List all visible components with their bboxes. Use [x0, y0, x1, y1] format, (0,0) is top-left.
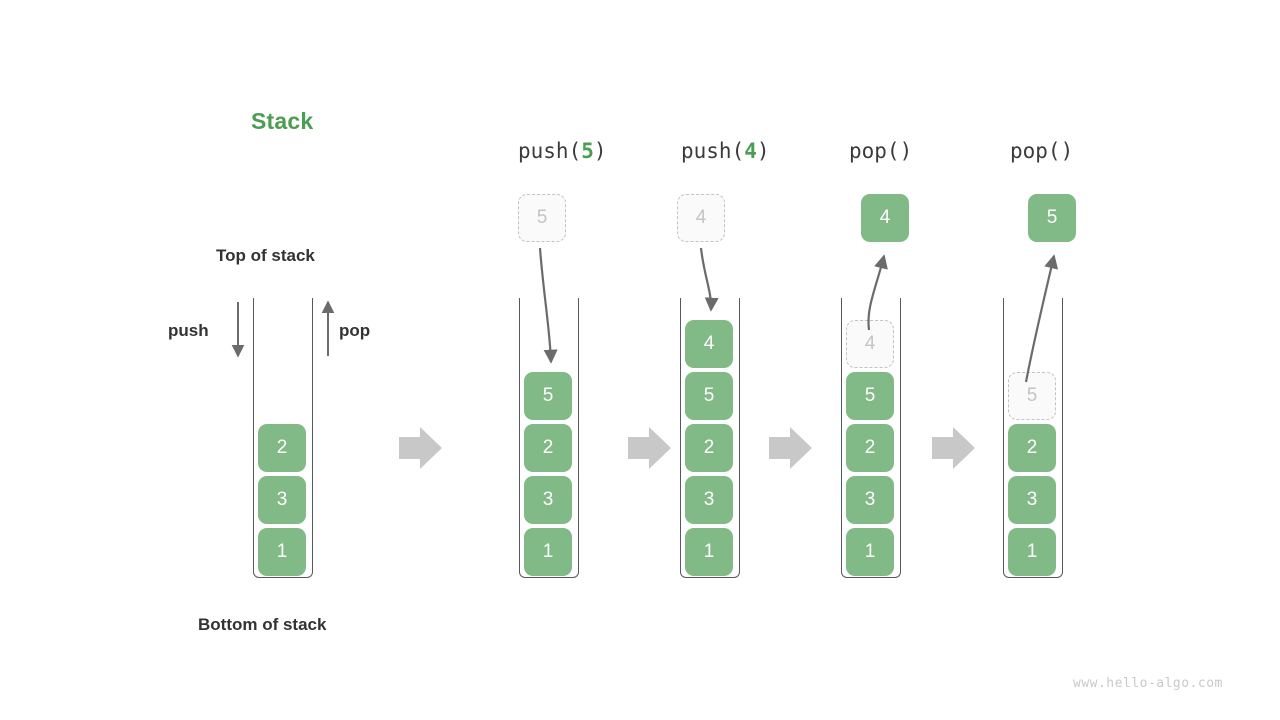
- stack-container: [519, 298, 579, 578]
- stack-element: 1: [685, 528, 733, 576]
- stack-element: 3: [258, 476, 306, 524]
- floating-element-ghost: 4: [677, 194, 725, 242]
- stack-element: 1: [524, 528, 572, 576]
- op-arg: 5: [581, 139, 594, 163]
- flow-arrow-2: [628, 427, 671, 469]
- op-label-pop-2: pop(): [1010, 139, 1073, 163]
- op-text-close: ): [1060, 139, 1074, 163]
- op-label-push-5: push(5): [518, 139, 607, 163]
- op-label-pop-1: pop(): [849, 139, 912, 163]
- stack-element: 2: [258, 424, 306, 472]
- stack-container: [253, 298, 313, 578]
- op-text: pop(: [849, 139, 900, 163]
- stack-element: 5: [685, 372, 733, 420]
- stack-container: [680, 298, 740, 578]
- page-title: Stack: [251, 108, 314, 134]
- op-text-close: ): [756, 139, 770, 163]
- stack-container: [1003, 298, 1063, 578]
- label-top-of-stack: Top of stack: [216, 246, 315, 265]
- flow-arrow-4: [932, 427, 975, 469]
- stack-container: [841, 298, 901, 578]
- stack-element: 1: [258, 528, 306, 576]
- op-text: push(: [681, 139, 745, 163]
- op-text-close: ): [593, 139, 607, 163]
- stack-element: 2: [524, 424, 572, 472]
- op-arg: 4: [744, 139, 757, 163]
- floating-element-popped: 5: [1028, 194, 1076, 242]
- stack-element: 1: [1008, 528, 1056, 576]
- stack-element: 2: [846, 424, 894, 472]
- op-text: push(: [518, 139, 582, 163]
- stack-element: 3: [524, 476, 572, 524]
- stack-element-ghost: 5: [1008, 372, 1056, 420]
- op-text-close: ): [899, 139, 913, 163]
- flow-arrow-1: [399, 427, 442, 469]
- stack-element: 3: [846, 476, 894, 524]
- op-label-push-4: push(4): [681, 139, 770, 163]
- stack-element: 2: [1008, 424, 1056, 472]
- stack-element: 3: [685, 476, 733, 524]
- floating-element-popped: 4: [861, 194, 909, 242]
- floating-element-ghost: 5: [518, 194, 566, 242]
- label-bottom-of-stack: Bottom of stack: [198, 615, 327, 634]
- stack-element: 5: [846, 372, 894, 420]
- label-pop: pop: [339, 321, 371, 340]
- stack-element-ghost: 4: [846, 320, 894, 368]
- stack-element: 5: [524, 372, 572, 420]
- stack-element: 3: [1008, 476, 1056, 524]
- stack-element: 1: [846, 528, 894, 576]
- stack-element: 2: [685, 424, 733, 472]
- stack-element: 4: [685, 320, 733, 368]
- watermark: www.hello-algo.com: [1073, 676, 1223, 691]
- op-text: pop(: [1010, 139, 1061, 163]
- label-push: push: [168, 321, 209, 340]
- flow-arrow-3: [769, 427, 812, 469]
